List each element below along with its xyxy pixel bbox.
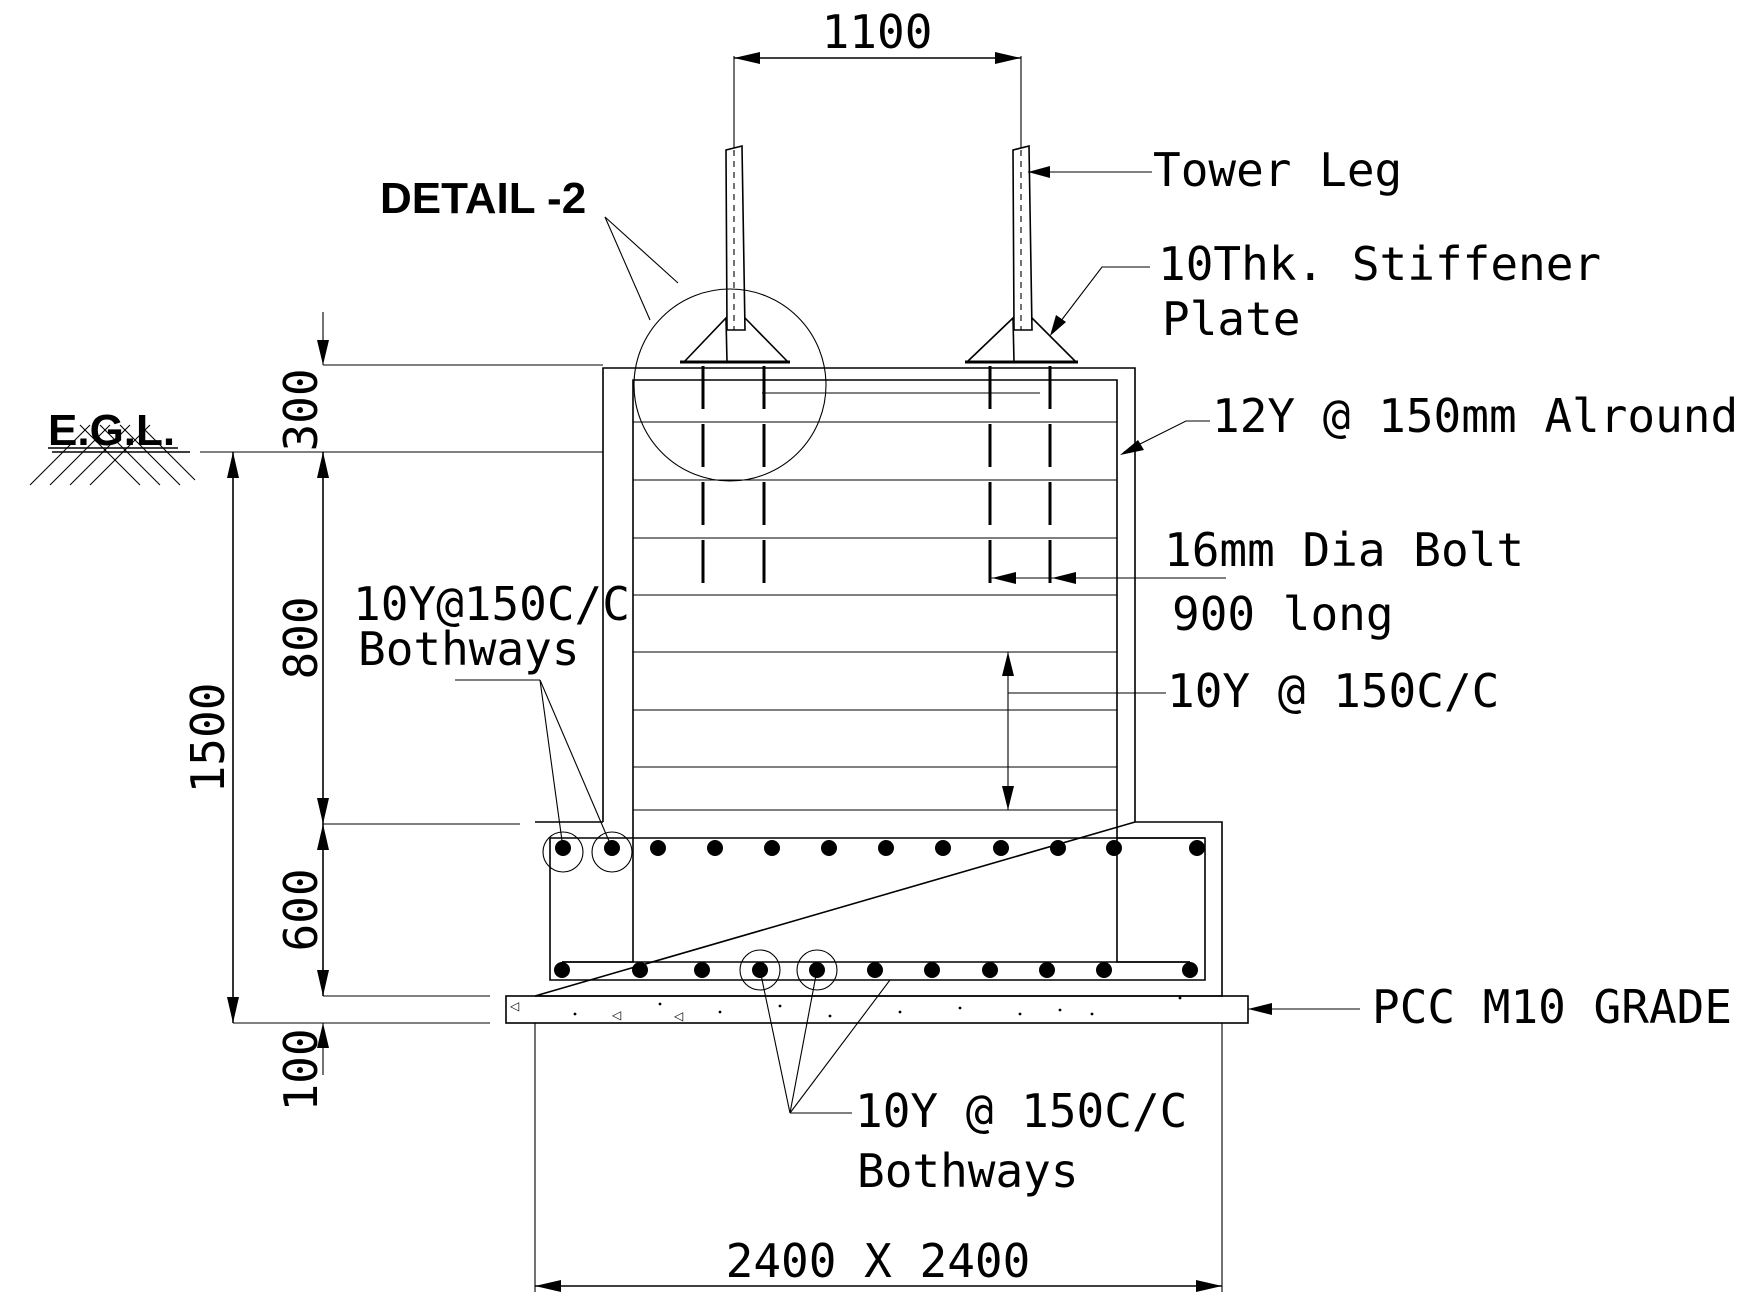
anchor-bolts xyxy=(701,366,1052,596)
annotations-left: 10Y@150C/C Bothways 10Y @ 150C/C Bothway… xyxy=(353,577,1187,1198)
stiffener-label-line1: 10Thk. Stiffener xyxy=(1158,237,1601,291)
top-bars xyxy=(542,831,1205,873)
left-bars-label-line1: 10Y@150C/C xyxy=(353,577,630,631)
tower-legs xyxy=(725,100,1033,331)
bottom-bars-label-line2: Bothways xyxy=(857,1144,1079,1198)
dimension-1100: 1100 xyxy=(822,5,933,59)
dimension-100: 100 xyxy=(274,1028,328,1111)
stiffener-label-line2: Plate xyxy=(1162,292,1300,346)
top-dimension: 1100 xyxy=(733,5,1022,100)
pcc-label: PCC M10 GRADE xyxy=(1372,980,1732,1034)
svg-text:◁: ◁ xyxy=(611,1008,621,1022)
egl-label: E.G.L. xyxy=(48,406,175,455)
detail-2-title: DETAIL -2 xyxy=(380,174,586,223)
bolt-label-line2: 900 long xyxy=(1172,587,1394,641)
level-lines xyxy=(200,364,603,1024)
vertical-dimensions: 300 800 600 100 1500 xyxy=(181,312,329,1112)
egl-symbol: E.G.L. xyxy=(29,406,196,486)
dimension-2400: 2400 X 2400 xyxy=(726,1234,1031,1288)
bottom-bars-label-line1: 10Y @ 150C/C xyxy=(855,1084,1187,1138)
tower-leg-label: Tower Leg xyxy=(1153,143,1402,197)
dimension-600: 600 xyxy=(274,868,328,951)
detail-2-callout: DETAIL -2 xyxy=(380,174,827,482)
dimension-300: 300 xyxy=(274,368,328,451)
svg-text:◁: ◁ xyxy=(509,999,519,1013)
dimension-800: 800 xyxy=(274,596,328,679)
ties-label: 10Y @ 150C/C xyxy=(1167,664,1499,718)
pedestal xyxy=(602,367,1136,838)
pcc-bed: ◁ ◁ ◁ xyxy=(505,995,1249,1024)
footing xyxy=(534,821,1223,997)
alround-label: 12Y @ 150mm Alround xyxy=(1212,389,1738,443)
tie-spacing-marker xyxy=(1002,652,1014,810)
bottom-bars xyxy=(554,949,1198,991)
dimension-1500: 1500 xyxy=(181,683,235,794)
stiffener-plates xyxy=(680,316,1078,364)
bolt-label-line1: 16mm Dia Bolt xyxy=(1164,523,1524,577)
annotations-right: Tower Leg 10Thk. Stiffener Plate 12Y @ 1… xyxy=(990,143,1738,1034)
base-dimension: 2400 X 2400 xyxy=(534,1023,1223,1292)
left-bars-label-line2: Bothways xyxy=(358,622,580,676)
svg-text:◁: ◁ xyxy=(673,1009,683,1023)
